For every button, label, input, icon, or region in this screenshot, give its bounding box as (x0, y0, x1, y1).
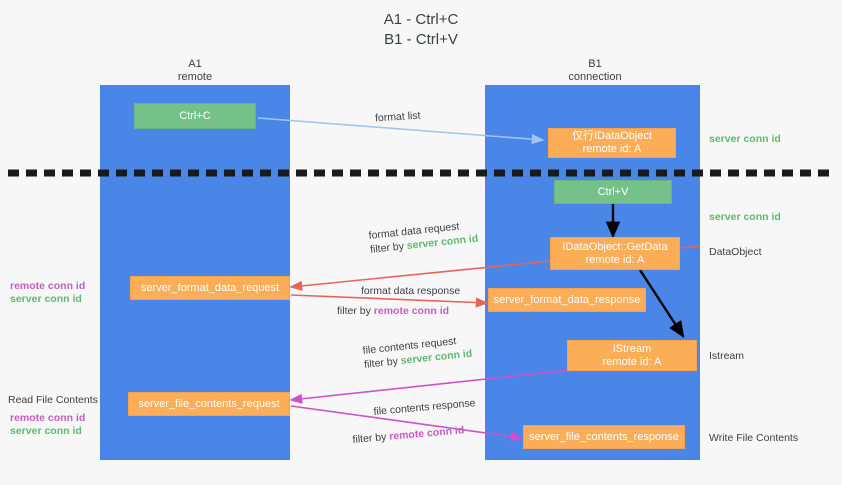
edge-label-format-data-request: format data request filter by server con… (368, 218, 479, 257)
annotation-right-write-file-contents: Write File Contents (709, 432, 799, 444)
node-idataobject-top-line1: 仅行IDataObject (571, 130, 653, 142)
lane-b1-sub: connection (568, 71, 622, 83)
node-server-file-contents-response[interactable]: server_file_contents_response (523, 425, 685, 449)
node-idataobject-top[interactable]: 仅行IDataObject remote id: A (548, 128, 676, 158)
lane-header-a1: A1 remote (130, 58, 260, 84)
edge-label-format-list: format list (375, 109, 421, 126)
filter-key-remote-conn-id: remote conn id (373, 305, 450, 317)
filter-prefix: filter by (337, 305, 374, 317)
node-server-file-contents-request[interactable]: server_file_contents_request (128, 392, 290, 416)
page-title: A1 - Ctrl+C B1 - Ctrl+V (0, 10, 842, 50)
lane-header-b1: B1 connection (530, 58, 660, 84)
annotation-right-server-conn-id-1: server conn id (709, 133, 781, 145)
node-ctrl-c[interactable]: Ctrl+C (134, 103, 256, 129)
filter-key-remote-conn-id: remote conn id (388, 424, 465, 443)
edge-label-file-contents-request: file contents request filter by server c… (362, 333, 473, 372)
annotation-right-dataobject: DataObject (709, 246, 762, 258)
node-idataobject-getdata[interactable]: IDataObject::GetData remote id: A (550, 237, 680, 270)
node-ctrl-v-label: Ctrl+V (597, 185, 629, 198)
filter-prefix: filter by (369, 240, 408, 256)
edge-label-format-data-response-filter: filter by remote conn id (337, 304, 449, 318)
node-idataobject-top-line2: remote id: A (582, 143, 642, 155)
annotation-left-remote-conn-id-2: remote conn id (10, 412, 86, 424)
annotation-right-server-conn-id-2: server conn id (709, 211, 781, 223)
node-istream-line2: remote id: A (602, 355, 662, 368)
annotation-left-server-conn-id-2: server conn id (10, 425, 82, 437)
annotation-left-remote-conn-id-1: remote conn id (10, 280, 86, 292)
title-line-1: A1 - Ctrl+C (383, 11, 459, 28)
node-server-format-data-response-label: server_format_data_response (493, 293, 641, 306)
node-idataobject-getdata-line1: IDataObject::GetData (562, 240, 668, 253)
lane-b1-name: B1 (588, 58, 602, 70)
node-ctrl-v[interactable]: Ctrl+V (554, 180, 672, 204)
annotation-left-server-conn-id-1: server conn id (10, 293, 82, 305)
edge-label-format-list-text: format list (374, 109, 421, 125)
edge-label-format-data-response: format data response (361, 284, 460, 298)
title-line-2: B1 - Ctrl+V (384, 31, 458, 48)
lane-a1-sub: remote (177, 71, 213, 83)
node-server-format-data-request-label: server_format_data_request (140, 281, 280, 294)
lane-a1-name: A1 (188, 58, 202, 70)
filter-prefix: filter by (352, 430, 390, 446)
annotation-left-read-file-contents: Read File Contents (8, 394, 98, 406)
filter-prefix: filter by (363, 355, 402, 371)
node-istream-line1: IStream (612, 342, 652, 355)
node-istream[interactable]: IStream remote id: A (567, 340, 697, 371)
node-server-file-contents-response-label: server_file_contents_response (529, 430, 679, 443)
node-idataobject-getdata-line2: remote id: A (585, 253, 645, 266)
edge-label-file-contents-response: file contents response (373, 396, 476, 419)
edge-label-format-data-response-text: format data response (361, 285, 461, 297)
node-ctrl-c-label: Ctrl+C (179, 109, 211, 122)
node-server-file-contents-request-label: server_file_contents_request (138, 397, 280, 410)
node-server-format-data-response[interactable]: server_format_data_response (488, 288, 646, 312)
annotation-right-istream: Istream (709, 350, 745, 362)
edge-label-file-contents-response-filter: filter by remote conn id (352, 423, 465, 447)
node-server-format-data-request[interactable]: server_format_data_request (130, 276, 290, 300)
edge-label-file-contents-response-text: file contents response (373, 397, 476, 418)
